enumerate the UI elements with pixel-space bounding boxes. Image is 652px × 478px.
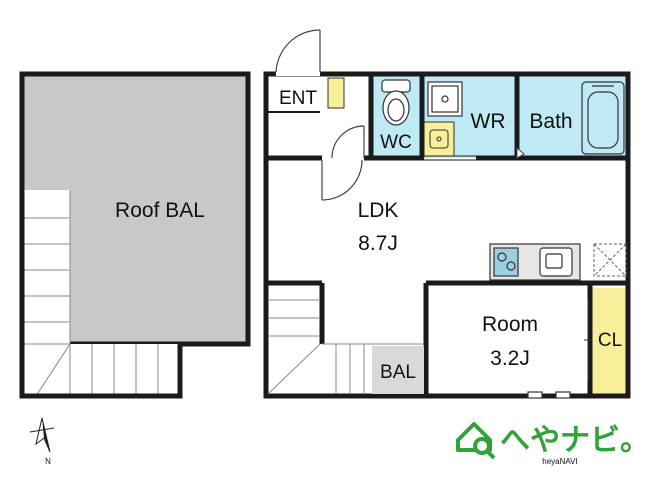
north-compass-icon: N <box>29 417 55 466</box>
bath-label: Bath <box>529 110 572 133</box>
washbasin-icon <box>429 129 449 149</box>
ldk-size: 8.7J <box>358 232 398 255</box>
interior-walls <box>266 74 628 396</box>
main-unit: ENT WC WR Bath LDK 8.7J Room 3.2J CL BAL <box>263 29 631 399</box>
logo-sub-text: heyaNAVI <box>542 457 577 466</box>
room-size: 3.2J <box>490 347 530 370</box>
room-label: Room <box>482 313 538 336</box>
roof-outer-wall <box>19 71 251 399</box>
roof-stair-landing <box>22 344 180 396</box>
ent-shoe-cabinet <box>327 77 345 109</box>
wr-sliding-door <box>424 155 476 161</box>
roof-bal-label: Roof BAL <box>115 199 205 222</box>
unit-outer-wall <box>263 71 631 399</box>
wc-door <box>331 125 365 159</box>
roof-balcony: Roof BAL <box>19 71 251 399</box>
entrance-door <box>275 29 321 76</box>
stove-icon <box>493 247 519 277</box>
ldk-door <box>321 159 363 201</box>
bath-door-marker <box>516 146 525 159</box>
roof-stair-treads <box>22 190 159 397</box>
wr-label: WR <box>471 110 506 133</box>
toilet-icon <box>381 79 411 126</box>
balcony-floor <box>372 346 424 394</box>
roof-balcony-notch <box>180 344 248 396</box>
closet-door <box>584 300 592 380</box>
cl-label: CL <box>598 330 622 351</box>
wr-washstand <box>423 121 455 157</box>
washing-machine-icon <box>427 81 463 117</box>
fridge-space <box>593 243 627 277</box>
sink-icon <box>539 247 573 277</box>
ldk-label: LDK <box>358 199 399 222</box>
logo-main-text: へやナビ。 <box>500 423 650 458</box>
heyanavi-logo: へやナビ。 heyaNAVI <box>456 422 650 466</box>
closet-floor <box>592 288 628 394</box>
inner-stair <box>267 299 424 395</box>
bathtub-icon <box>581 81 625 155</box>
ent-label: ENT <box>279 88 317 109</box>
room-windows <box>527 391 571 399</box>
wc-label: WC <box>380 132 412 153</box>
house-magnifier-icon <box>456 422 496 460</box>
kitchen-counter <box>489 243 581 281</box>
bal-label: BAL <box>380 362 416 383</box>
compass-north-label: N <box>45 457 51 466</box>
